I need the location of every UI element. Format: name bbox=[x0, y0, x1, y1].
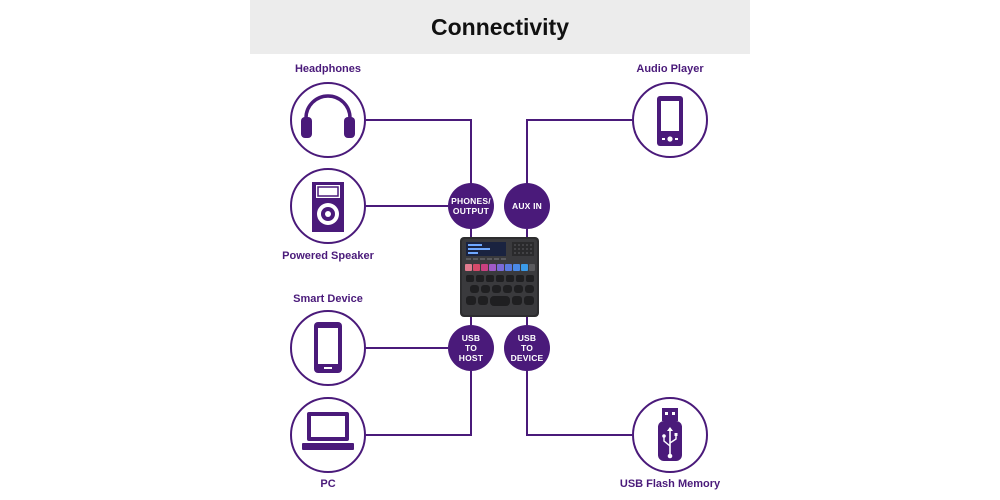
port-usb-to-device: USB TO DEVICE bbox=[504, 325, 550, 371]
page-title: Connectivity bbox=[430, 13, 570, 40]
port-usb-to-host: USB TO HOST bbox=[448, 325, 494, 371]
connection-pc-usb-host bbox=[366, 371, 472, 436]
speaker-icon bbox=[312, 182, 344, 232]
port-aux-in: AUX IN bbox=[504, 183, 550, 229]
central-device-illustration bbox=[460, 237, 539, 317]
pc-label: PC bbox=[320, 478, 336, 490]
audio-player-icon bbox=[657, 96, 683, 146]
usb-flash-memory-label: USB Flash Memory bbox=[619, 478, 721, 490]
laptop-icon bbox=[302, 412, 354, 450]
headphones-icon bbox=[301, 94, 355, 138]
header-bar: Connectivity bbox=[250, 0, 750, 54]
headphones-circle bbox=[290, 82, 366, 158]
connection-usb-flash-usb-device bbox=[526, 371, 632, 436]
connection-audio-player-aux-in bbox=[526, 119, 632, 186]
usb-flash-drive-icon bbox=[658, 408, 682, 461]
smart-device-label: Smart Device bbox=[293, 293, 363, 305]
headphones-label: Headphones bbox=[294, 63, 362, 75]
port-phones-output: PHONES/ OUTPUT bbox=[448, 183, 494, 229]
smartphone-icon bbox=[314, 322, 342, 373]
connection-headphones-phones-output bbox=[366, 119, 472, 186]
powered-speaker-label: Powered Speaker bbox=[282, 250, 374, 262]
audio-player-label: Audio Player bbox=[636, 63, 704, 75]
